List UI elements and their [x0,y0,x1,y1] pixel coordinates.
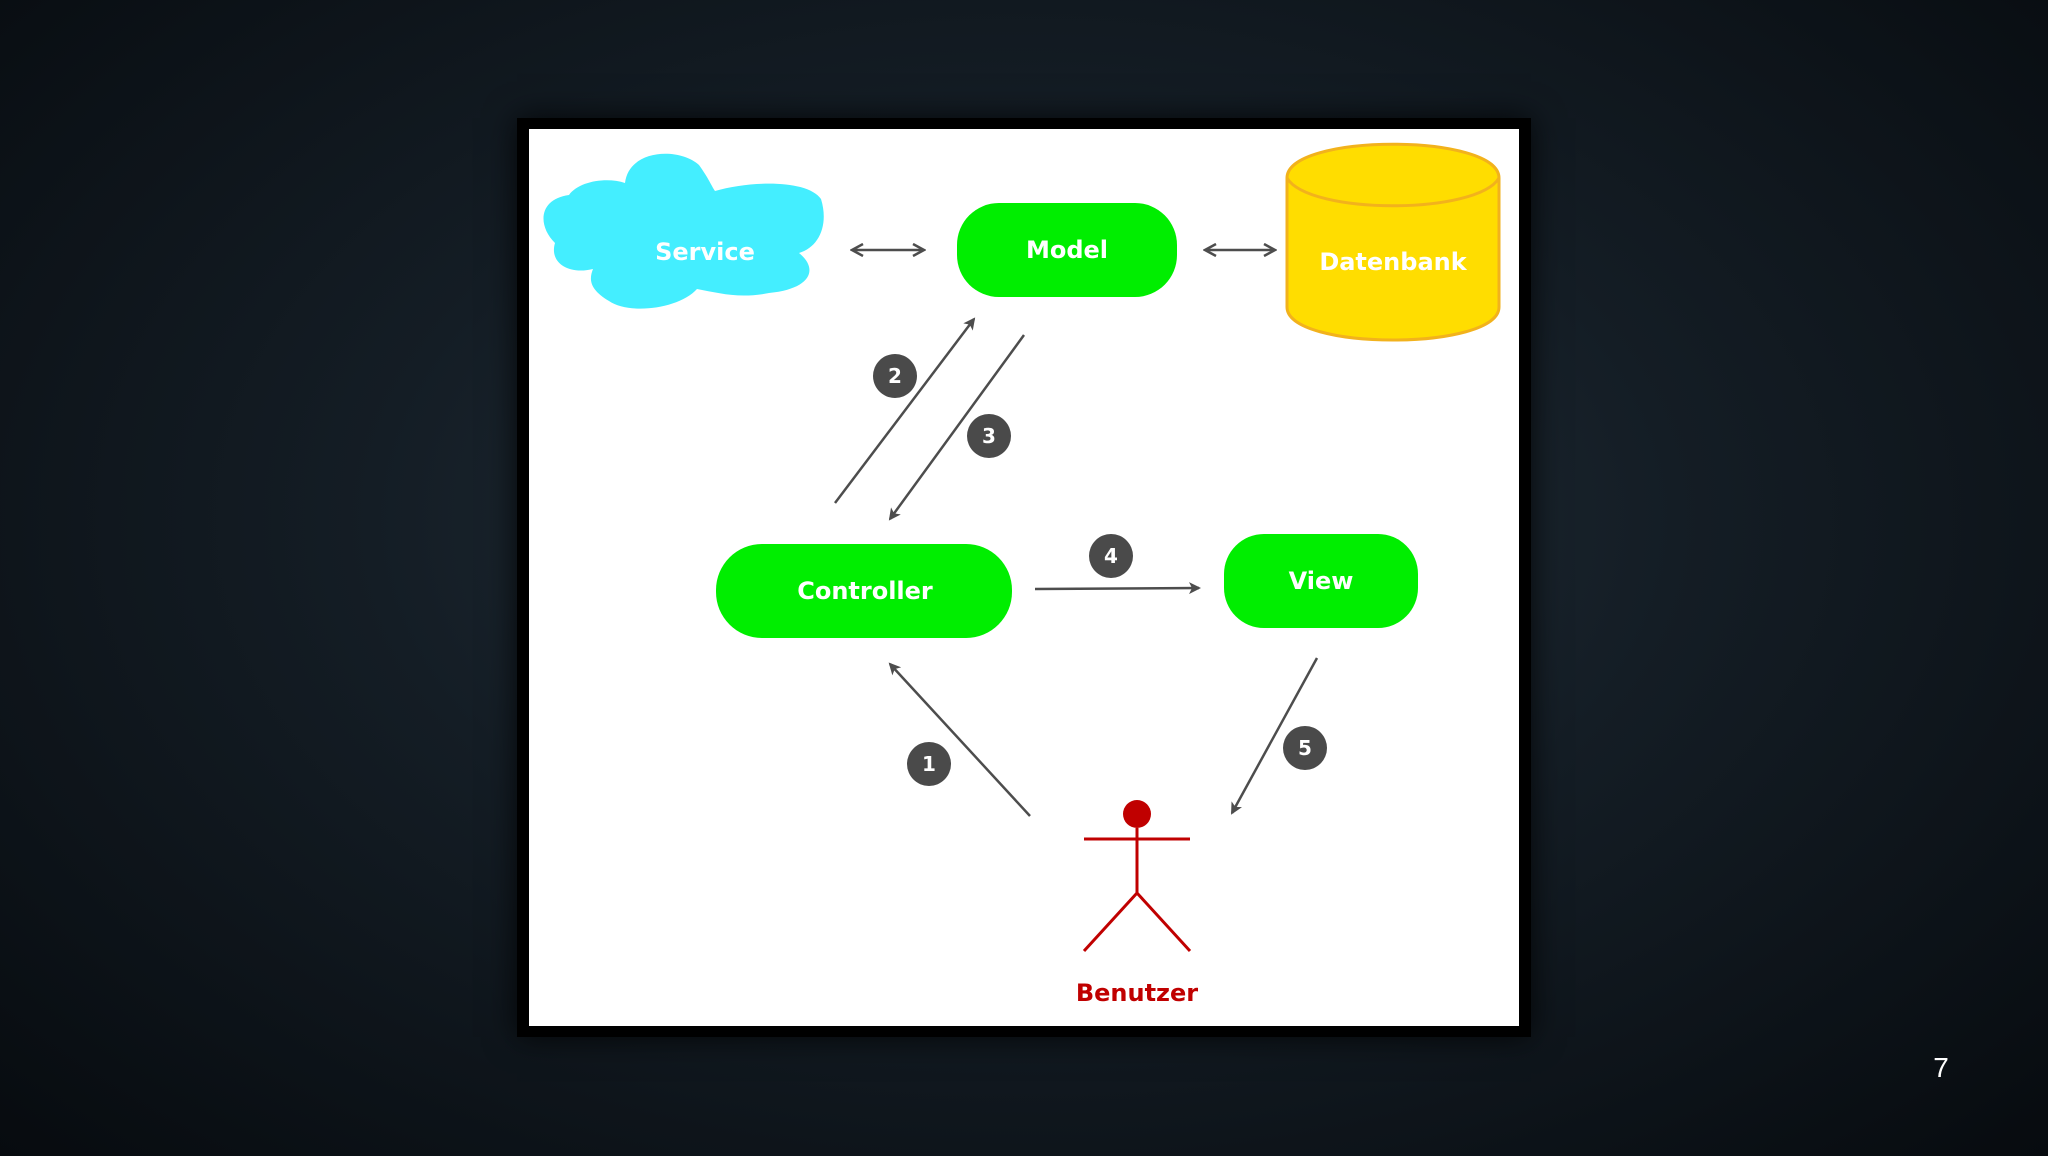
controller-label: Controller [797,577,933,605]
view-box [1224,534,1418,628]
step-badge-4: 4 [1089,534,1133,578]
service-node: Service [543,153,824,309]
step-badge-1: 1 [907,742,951,786]
step-5-label: 5 [1298,736,1312,760]
controller-node: Controller [716,544,1012,638]
database-node: Datenbank [1285,142,1501,342]
database-cylinder [1285,142,1501,342]
database-label: Datenbank [1319,248,1467,276]
user-head [1123,800,1151,828]
step-badge-3: 3 [967,414,1011,458]
model-node: Model [957,203,1177,297]
step-2-label: 2 [888,364,902,388]
service-cloud-shape [543,153,824,309]
model-to-controller-arrow [888,334,1026,521]
user-left-leg [1082,891,1139,953]
user-to-controller-arrow [888,662,1031,817]
user-right-leg [1135,891,1192,953]
model-box [957,203,1177,297]
controller-box [716,544,1012,638]
step-3-label: 3 [982,424,996,448]
model-label: Model [1026,236,1108,264]
mvc-diagram: Service Model Datenbank 2 [529,129,1519,1026]
service-label: Service [655,238,755,266]
view-to-user-arrow [1230,657,1319,815]
controller-to-model-arrow [834,317,976,504]
mvc-diagram-svg: Service Model Datenbank 2 [543,142,1501,1007]
step-1-label: 1 [922,752,936,776]
user-actor: Benutzer [1076,800,1198,1007]
step-badge-5: 5 [1283,726,1327,770]
page-number: 7 [1933,1052,1949,1083]
step-4-label: 4 [1104,544,1118,568]
user-label: Benutzer [1076,979,1198,1007]
database-cylinder-top [1285,177,1501,208]
step-badge-2: 2 [873,354,917,398]
controller-to-view-arrow [1034,582,1201,595]
slide-image-frame: Service Model Datenbank 2 [517,118,1531,1037]
view-label: View [1289,567,1354,595]
view-node: View [1224,534,1418,628]
